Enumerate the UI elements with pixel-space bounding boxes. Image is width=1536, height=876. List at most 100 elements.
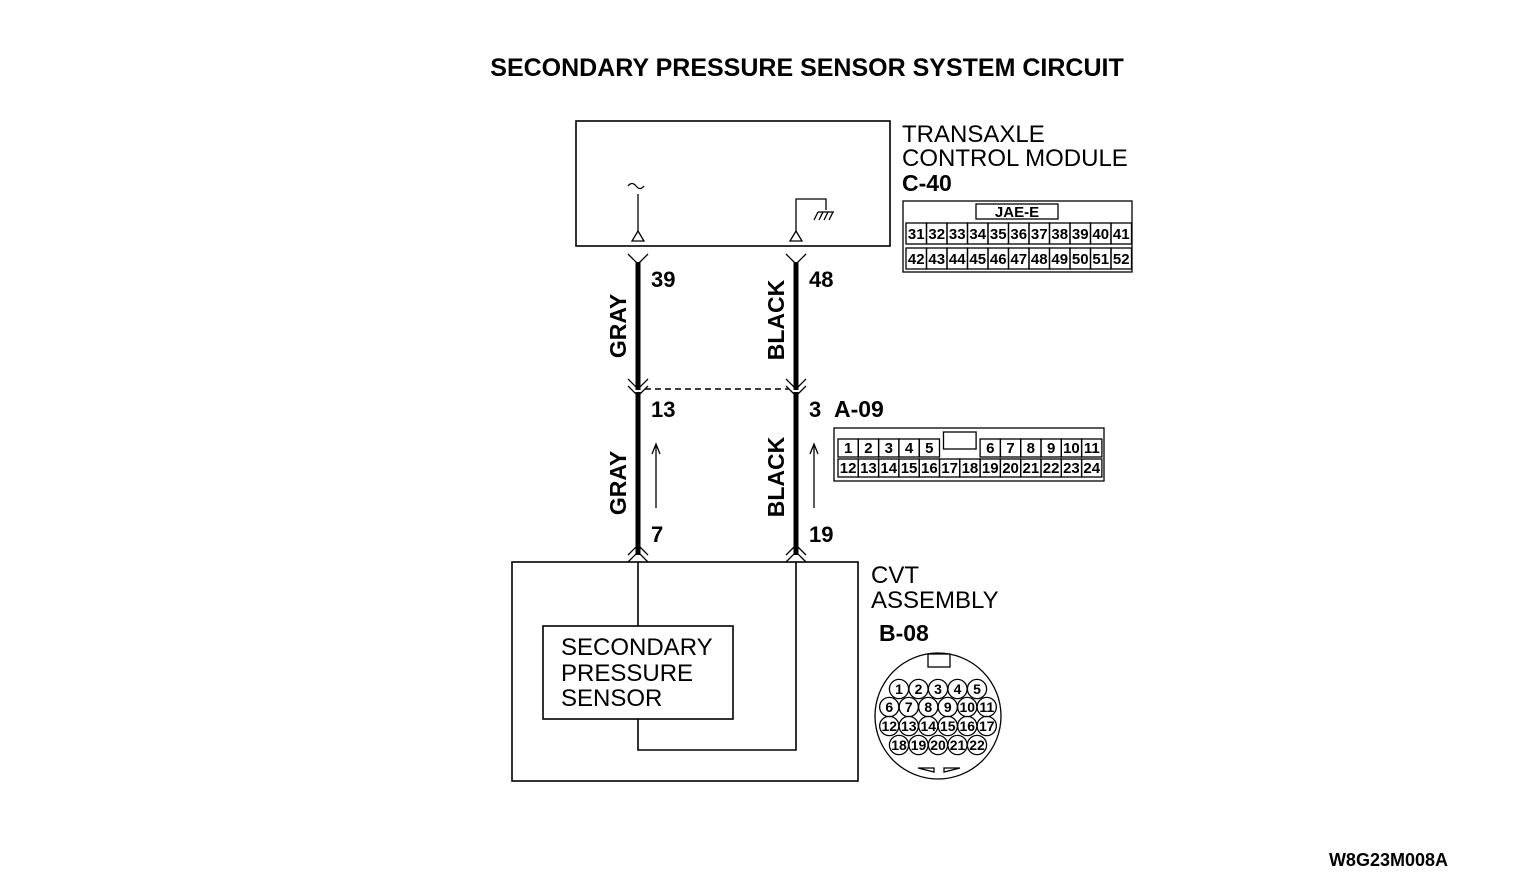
tcm-pin-number: 39 bbox=[1072, 226, 1089, 243]
tcm-pin-number: 44 bbox=[949, 251, 966, 268]
tcm-pin-number: 43 bbox=[928, 251, 945, 268]
cvt-chevron-black-a bbox=[785, 544, 807, 556]
cvt-chevron-gray-a bbox=[627, 544, 649, 556]
junction-pin-number: 15 bbox=[901, 460, 918, 477]
cvt-pin-number: 10 bbox=[959, 699, 975, 715]
tcm-pin-number: 51 bbox=[1092, 251, 1109, 268]
junction-pin-number: 3 bbox=[885, 440, 893, 457]
tcm-pin-number: 47 bbox=[1010, 251, 1027, 268]
terminal-39-chevron bbox=[627, 253, 649, 265]
wire-color-black-lower: BLACK bbox=[763, 436, 789, 517]
tcm-terminal-48-arrow bbox=[788, 229, 804, 242]
pin-7-label: 7 bbox=[651, 522, 663, 547]
junction-pin-number: 7 bbox=[1006, 440, 1014, 457]
junction-pin-number: 9 bbox=[1047, 440, 1055, 457]
tcm-pin-number: 45 bbox=[969, 251, 986, 268]
tcm-pin-number: 52 bbox=[1113, 251, 1130, 268]
pin-13-label: 13 bbox=[651, 397, 675, 422]
cvt-chevron-gray-b bbox=[627, 551, 649, 563]
junction-pin-number: 20 bbox=[1002, 460, 1019, 477]
cvt-pin-number: 20 bbox=[930, 737, 946, 753]
pin-48-label: 48 bbox=[809, 267, 833, 292]
sensor-wire-black bbox=[637, 562, 797, 751]
junction-pin-number: 18 bbox=[962, 460, 979, 477]
cvt-name-line1: CVT bbox=[871, 562, 919, 589]
sensor-name-line3: SENSOR bbox=[561, 685, 662, 712]
terminal-48-chevron bbox=[785, 253, 807, 265]
junction-chevron-gray-a bbox=[627, 378, 649, 390]
wire-color-black-upper: BLACK bbox=[763, 279, 789, 360]
cvt-pin-number: 22 bbox=[969, 737, 985, 753]
tcm-pin-number: 38 bbox=[1051, 226, 1068, 243]
junction-pin-number: 1 bbox=[844, 440, 852, 457]
tcm-pin-number: 42 bbox=[908, 251, 925, 268]
pin-19-label: 19 bbox=[809, 522, 833, 547]
junction-pin-number: 4 bbox=[905, 440, 914, 457]
tcm-pin-number: 50 bbox=[1072, 251, 1089, 268]
cvt-pin-number: 7 bbox=[905, 699, 913, 715]
junction-pin-number: 6 bbox=[986, 440, 994, 457]
tcm-name-line2: CONTROL MODULE bbox=[902, 145, 1128, 172]
tcm-pin-number: 34 bbox=[969, 226, 986, 243]
tcm-pin-number: 40 bbox=[1092, 226, 1109, 243]
ground-lead bbox=[795, 198, 827, 232]
pin-3-label: 3 bbox=[809, 397, 821, 422]
cvt-pin-number: 19 bbox=[911, 737, 927, 753]
junction-pin-number: 22 bbox=[1043, 460, 1060, 477]
wire-color-gray-lower: GRAY bbox=[605, 451, 631, 515]
cvt-name-line2: ASSEMBLY bbox=[871, 587, 999, 614]
cvt-pin-number: 14 bbox=[920, 718, 936, 734]
junction-pin-number: 10 bbox=[1063, 440, 1080, 457]
signal-wave-icon bbox=[627, 182, 645, 190]
junction-chevron-black-a bbox=[785, 378, 807, 390]
tcm-pin-number: 31 bbox=[908, 226, 925, 243]
junction-chevron-black-b bbox=[785, 385, 807, 397]
cvt-chevron-black-b bbox=[785, 551, 807, 563]
cvt-pin-number: 4 bbox=[954, 681, 962, 697]
tcm-pin-number: 46 bbox=[990, 251, 1007, 268]
tcm-pin-number: 35 bbox=[990, 226, 1007, 243]
junction-pin-number: 17 bbox=[941, 460, 958, 477]
cvt-pin-number: 1 bbox=[895, 681, 903, 697]
sensor-name-line1: SECONDARY bbox=[561, 634, 713, 661]
tcm-pin-number: 33 bbox=[949, 226, 966, 243]
junction-connector-key bbox=[942, 431, 977, 450]
diagram-title: SECONDARY PRESSURE SENSOR SYSTEM CIRCUIT bbox=[490, 54, 1123, 82]
cvt-pin-number: 11 bbox=[979, 699, 994, 715]
junction-pin-cell bbox=[918, 438, 941, 458]
cvt-pin-number: 21 bbox=[950, 737, 966, 753]
junction-pin-cell bbox=[1080, 458, 1103, 478]
tcm-terminal-39-arrow bbox=[630, 229, 646, 242]
junction-pin-number: 8 bbox=[1027, 440, 1035, 457]
cvt-pin-number: 3 bbox=[934, 681, 942, 697]
junction-pin-number: 16 bbox=[921, 460, 938, 477]
junction-pin-number: 23 bbox=[1063, 460, 1080, 477]
cvt-pin-number: 15 bbox=[940, 718, 956, 734]
tcm-pin-number: 48 bbox=[1031, 251, 1048, 268]
sensor-name-line2: PRESSURE bbox=[561, 660, 693, 687]
tcm-connector-id: C-40 bbox=[902, 170, 952, 196]
cvt-pin-number: 8 bbox=[924, 699, 932, 715]
tcm-pin-number: 49 bbox=[1051, 251, 1068, 268]
cvt-pin-circle bbox=[966, 678, 988, 700]
junction-pin-number: 2 bbox=[864, 440, 872, 457]
junction-pin-number: 24 bbox=[1083, 460, 1100, 477]
tcm-pin-number: 32 bbox=[928, 226, 945, 243]
cvt-pin-number: 6 bbox=[885, 699, 893, 715]
tcm-name-line1: TRANSAXLE bbox=[902, 121, 1045, 148]
cvt-pin-number: 12 bbox=[881, 718, 897, 734]
tcm-pin-number: 36 bbox=[1010, 226, 1027, 243]
figure-code: W8G23M008A bbox=[1329, 850, 1448, 870]
junction-pin-cell bbox=[1080, 438, 1103, 458]
junction-pin-number: 19 bbox=[982, 460, 999, 477]
junction-pin-number: 13 bbox=[860, 460, 877, 477]
cvt-pin-circle bbox=[976, 715, 998, 737]
tcm-pin-number: 41 bbox=[1113, 226, 1130, 243]
cvt-pin-number: 13 bbox=[901, 718, 917, 734]
tcm-connector-type: JAE-E bbox=[995, 204, 1039, 221]
cvt-connector-id: B-08 bbox=[879, 620, 929, 646]
cvt-pin-number: 9 bbox=[944, 699, 952, 715]
